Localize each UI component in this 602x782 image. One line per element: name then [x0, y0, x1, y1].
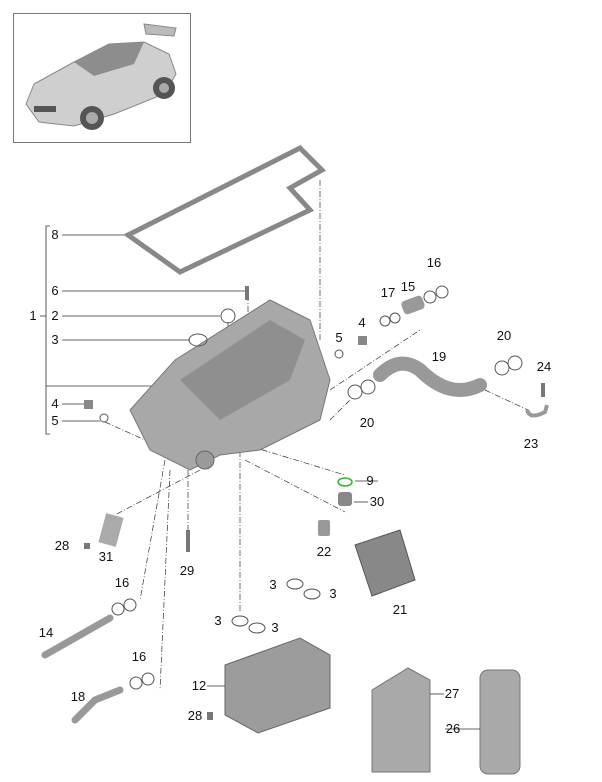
callout-24[interactable]: 24: [536, 359, 552, 374]
callout-22[interactable]: 22: [316, 544, 332, 559]
callout-5[interactable]: 5: [51, 413, 59, 428]
callout-31[interactable]: 31: [98, 549, 114, 564]
gasket-8: [123, 144, 327, 275]
callout-14[interactable]: 14: [38, 625, 54, 640]
callout-29[interactable]: 29: [179, 563, 195, 578]
seal-ring-9: [337, 477, 353, 487]
callout-1[interactable]: 1: [29, 308, 37, 323]
callout-16[interactable]: 16: [426, 255, 442, 270]
callout-28[interactable]: 28: [187, 708, 203, 723]
vehicle-thumbnail[interactable]: [13, 13, 191, 143]
callout-21[interactable]: 21: [392, 602, 408, 617]
callout-12[interactable]: 12: [191, 678, 207, 693]
callout-15[interactable]: 15: [400, 279, 416, 294]
hose-19: [373, 356, 487, 397]
callout-3[interactable]: 3: [271, 620, 279, 635]
group-bracket: [45, 225, 50, 435]
oil-canister-27: [371, 667, 431, 773]
callout-16[interactable]: 16: [114, 575, 130, 590]
oil-filter-21: [354, 529, 416, 597]
callout-9[interactable]: 9: [366, 473, 374, 488]
callout-20[interactable]: 20: [359, 415, 375, 430]
callout-3[interactable]: 3: [269, 577, 277, 592]
callout-2[interactable]: 2: [51, 308, 59, 323]
callout-27[interactable]: 27: [444, 686, 460, 701]
callout-26[interactable]: 26: [445, 721, 461, 736]
oil-cooler-12: [224, 637, 331, 734]
callout-6[interactable]: 6: [51, 283, 59, 298]
callout-3[interactable]: 3: [329, 586, 337, 601]
callout-20[interactable]: 20: [496, 328, 512, 343]
callout-19[interactable]: 19: [431, 349, 447, 364]
callout-3[interactable]: 3: [214, 613, 222, 628]
callout-4[interactable]: 4: [358, 315, 366, 330]
callout-16[interactable]: 16: [131, 649, 147, 664]
callout-4[interactable]: 4: [51, 396, 59, 411]
oil-bottle-26: [479, 669, 521, 775]
callout-17[interactable]: 17: [380, 285, 396, 300]
callout-18[interactable]: 18: [70, 689, 86, 704]
callout-8[interactable]: 8: [51, 227, 59, 242]
callout-3[interactable]: 3: [51, 332, 59, 347]
car-illustration: [25, 23, 177, 130]
callout-23[interactable]: 23: [523, 436, 539, 451]
callout-30[interactable]: 30: [369, 494, 385, 509]
callout-28[interactable]: 28: [54, 538, 70, 553]
callout-5[interactable]: 5: [335, 330, 343, 345]
